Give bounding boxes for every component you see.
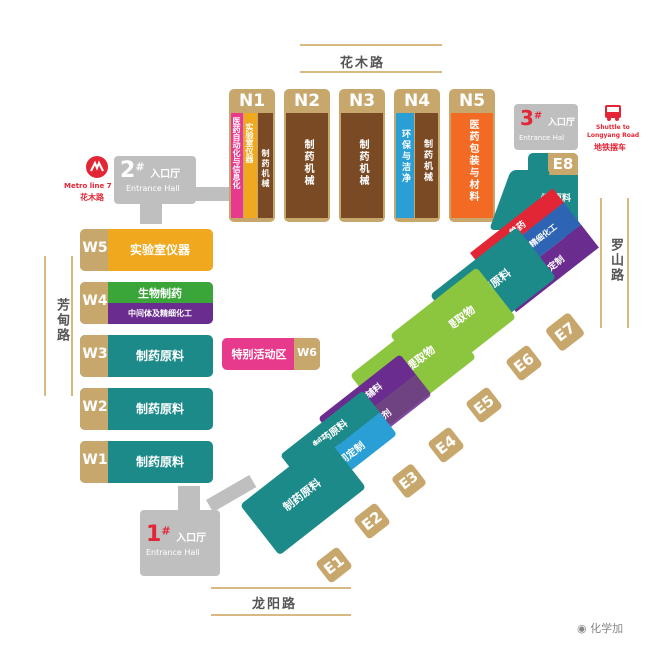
n3-label: 制药机械 <box>357 139 368 187</box>
hall-w1[interactable]: W1 制药原料 <box>80 441 213 483</box>
south-road-label: 龙阳路 <box>252 597 298 612</box>
n3-zone <box>341 113 383 218</box>
w6-tag <box>294 338 320 370</box>
hall-w6[interactable]: 特别活动区 W6 <box>222 338 320 370</box>
hall-n1-id: N1 <box>238 91 266 111</box>
hall-e3-id: E3 <box>390 462 428 500</box>
n1-zone-lab <box>244 113 257 218</box>
shuttle-line1: Shuttle to <box>596 124 630 131</box>
n1-zone-automation <box>231 113 243 218</box>
entrance-hall-3[interactable] <box>514 104 578 150</box>
hall-w5[interactable]: W5 实验室仪器 <box>80 229 213 271</box>
w4-tag <box>80 282 108 324</box>
n2-zone <box>286 113 328 218</box>
hall-e5-id: E5 <box>464 386 504 424</box>
south-road-line <box>211 587 351 589</box>
n1-zone-machinery <box>258 113 273 218</box>
hall-w4-id: W4 <box>82 293 108 309</box>
hall-n5[interactable]: N5 医药包装与材料 <box>449 89 495 222</box>
bus-icon <box>603 104 623 122</box>
w4-label-bio: 生物制药 <box>138 287 182 300</box>
hall-w3-id: W3 <box>82 346 108 362</box>
hall-1-en: Entrance Hall <box>146 548 200 557</box>
hall-1-title: 1# 入口厅 <box>146 522 207 547</box>
n4-label-env: 环保与洁净 <box>400 129 410 184</box>
w1-tag <box>80 441 108 483</box>
hall-n2[interactable]: N2 制药机械 <box>284 89 330 222</box>
hall-2-title: 2# 入口厅 <box>120 158 181 183</box>
hall-n4-id: N4 <box>403 91 431 111</box>
shuttle-line2: Longyang Road <box>587 132 640 139</box>
hall-n2-id: N2 <box>293 91 321 111</box>
hall-w1-id: W1 <box>82 452 108 468</box>
n5-label: 医药包装与材料 <box>467 119 478 203</box>
n1-label-machinery: 制药机械 <box>261 149 270 189</box>
n1-label-automation: 医药自动化与信息化 <box>232 117 241 189</box>
hall-w5-id: W5 <box>82 240 108 256</box>
hall-n3[interactable]: N3 制药机械 <box>339 89 385 222</box>
west-road-label: 芳甸路 <box>54 298 69 343</box>
hall-3-en: Entrance Hal <box>519 134 565 142</box>
hall-n1[interactable]: N1 医药自动化与信息化 实验室仪器 制药机械 <box>229 89 275 222</box>
entrance-hall-2[interactable] <box>114 156 196 204</box>
n4-label-machinery: 制药机械 <box>422 139 432 183</box>
e8-tag <box>548 153 578 175</box>
hall-e4-id: E4 <box>426 426 466 464</box>
shuttle-label: 地铁摆车 <box>594 143 626 152</box>
west-road-line-2 <box>71 256 73 396</box>
w3-tag <box>80 335 108 377</box>
metro-station-label: 花木路 <box>80 193 104 202</box>
w6-label: 特别活动区 <box>231 348 287 361</box>
east-road-label: 罗山路 <box>608 238 623 283</box>
w5-tag <box>80 229 108 271</box>
wechat-icon: ◉ <box>577 622 587 635</box>
w4-zone-bio <box>108 282 213 303</box>
w1-label: 制药原料 <box>135 455 184 469</box>
hall-n3-id: N3 <box>348 91 376 111</box>
w3-label: 制药原料 <box>135 349 184 363</box>
hall-w2[interactable]: W2 制药原料 <box>80 388 213 430</box>
watermark: ◉ 化学加 <box>577 620 623 636</box>
hall-e8-id: E8 <box>552 155 574 173</box>
east-road-line <box>600 198 602 328</box>
hall-e1-id: E1 <box>314 546 354 584</box>
w2-label: 制药原料 <box>135 402 184 416</box>
n1-label-lab: 实验室仪器 <box>245 123 254 163</box>
n4-zone-env <box>396 113 414 218</box>
north-road-line-2 <box>300 71 442 73</box>
south-road-line-2 <box>211 614 351 616</box>
hall-1-stem <box>178 486 200 514</box>
hall-2-bridge <box>190 187 230 201</box>
north-road-line <box>300 44 442 46</box>
w5-label: 实验室仪器 <box>129 243 190 257</box>
n5-zone <box>451 113 493 218</box>
north-road-label: 花木路 <box>340 56 386 71</box>
hall-w2-id: W2 <box>82 399 108 415</box>
hall-e7-id: E7 <box>544 311 586 353</box>
watermark-text: 化学加 <box>590 622 624 635</box>
hall-n5-id: N5 <box>458 91 486 111</box>
e1-label: 制药原料 <box>280 476 324 514</box>
entrance-hall-1[interactable] <box>140 510 220 576</box>
hall-n4[interactable]: N4 环保与洁净 制药机械 <box>394 89 440 222</box>
hall-w6-id: W6 <box>297 346 317 359</box>
west-road-line <box>44 256 46 396</box>
hall-2-stem <box>140 200 162 224</box>
hall-e2-id: E2 <box>352 502 392 540</box>
hall-2-en: Entrance Hall <box>126 184 180 193</box>
hall-w4[interactable]: W4 生物制药 中间体及精细化工 <box>80 282 213 324</box>
metro-line-label: Metro line 7 <box>64 182 112 190</box>
n2-label: 制药机械 <box>302 139 313 187</box>
w4-label-chem: 中间体及精细化工 <box>128 309 192 318</box>
metro-icon <box>86 156 108 178</box>
hall-e6-id: E6 <box>504 344 544 382</box>
hall-w3[interactable]: W3 制药原料 <box>80 335 213 377</box>
w2-tag <box>80 388 108 430</box>
n4-zone-machinery <box>415 113 438 218</box>
hall-3-title: 3# 入口厅 <box>520 106 575 130</box>
east-road-line-2 <box>627 198 629 328</box>
